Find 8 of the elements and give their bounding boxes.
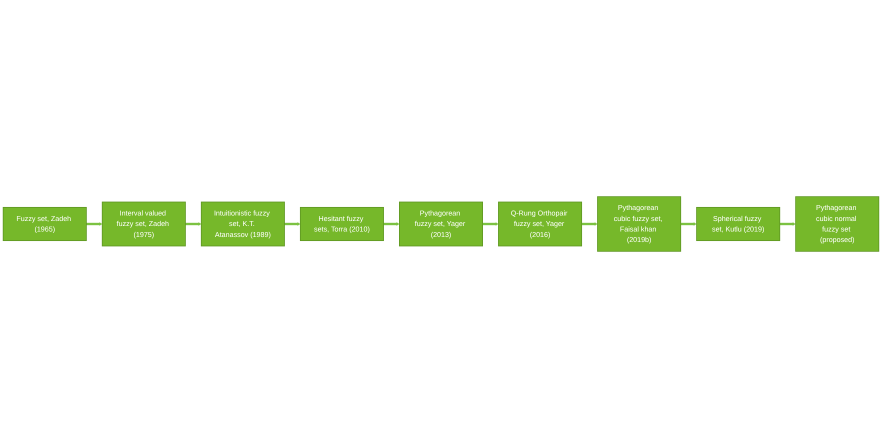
arrow bbox=[482, 222, 499, 226]
arrow bbox=[284, 222, 300, 226]
arrow bbox=[780, 222, 796, 226]
arrow bbox=[680, 222, 697, 226]
arrow bbox=[582, 222, 598, 226]
arrow bbox=[384, 222, 400, 226]
arrow bbox=[185, 222, 202, 226]
arrow bbox=[86, 222, 102, 226]
